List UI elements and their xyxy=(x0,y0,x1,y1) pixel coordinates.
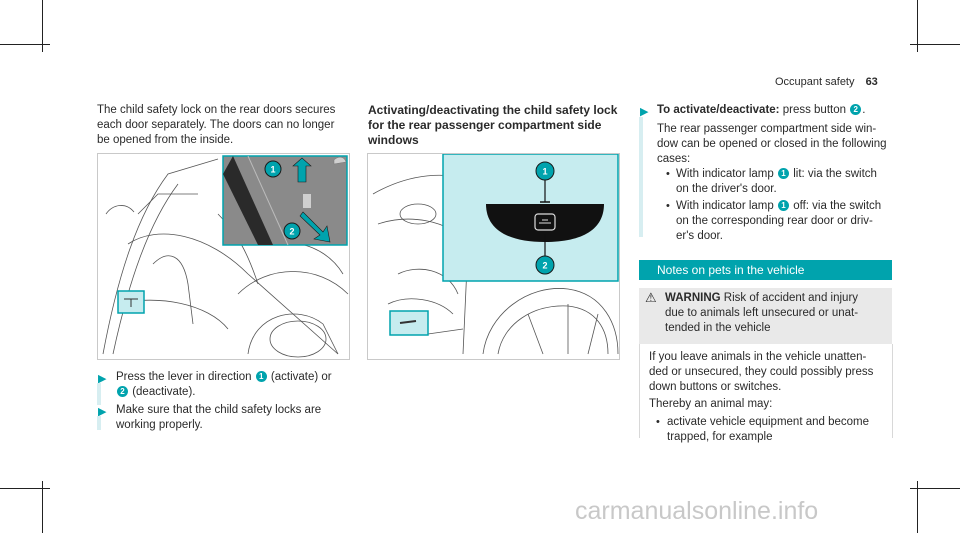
warning-paragraph: If you leave animals in the vehicle unat… xyxy=(649,351,874,393)
step-bar xyxy=(639,117,643,237)
step-arrow-icon: ▶ xyxy=(98,373,107,385)
callout-1: 1 xyxy=(270,165,275,175)
subsection-heading: Activating/deactivating the child safety… xyxy=(368,103,618,147)
activate-paragraph: The rear passenger compartment side win-… xyxy=(657,123,887,165)
step-arrow-icon: ▶ xyxy=(98,406,107,418)
page-number: 63 xyxy=(865,76,878,88)
step-check-locks: Make sure that the child safety locks ar… xyxy=(116,403,356,433)
warning-triangle-icon: ⚠ xyxy=(645,290,657,305)
crop-mark xyxy=(910,44,960,45)
callout-number: 1 xyxy=(255,371,267,382)
text-line: each door separately. The doors can no l… xyxy=(97,119,335,131)
step-press-lever: Press the lever in direction 1 (activate… xyxy=(116,371,332,398)
text-line: working properly. xyxy=(116,419,203,431)
bullet-icon: • xyxy=(656,416,660,428)
warning-body: If you leave animals in the vehicle unat… xyxy=(639,344,893,443)
text-line: Make sure that the child safety locks ar… xyxy=(116,404,322,416)
crop-mark xyxy=(917,0,918,52)
thereby-line: Thereby an animal may: xyxy=(649,398,773,410)
text-line: be opened from the inside. xyxy=(97,134,234,146)
crop-mark xyxy=(910,488,960,489)
bullet-lamp-off: With indicator lamp 1 off: via the switc… xyxy=(676,200,882,242)
callout-2: 2 xyxy=(289,227,294,237)
text-line: The child safety lock on the rear doors … xyxy=(97,104,336,116)
callout-1: 1 xyxy=(542,167,547,177)
warning-box: ⚠ WARNING Risk of accident and injury du… xyxy=(639,288,892,344)
step-bar xyxy=(97,383,101,405)
bullet-icon: • xyxy=(666,200,670,212)
figure-door-lock: 1 2 xyxy=(97,153,350,360)
crop-mark xyxy=(0,488,50,489)
crop-mark xyxy=(42,481,43,533)
warning-text: WARNING Risk of accident and injury due … xyxy=(665,292,859,334)
crop-mark xyxy=(42,0,43,52)
callout-number: 2 xyxy=(117,386,128,397)
figure-window-switch: 1 2 xyxy=(367,153,620,360)
step-bar xyxy=(97,416,101,430)
callout-number: 1 xyxy=(778,200,789,211)
door-illustration: 1 2 xyxy=(102,155,349,358)
crop-mark xyxy=(917,481,918,533)
section-header: Notes on pets in the vehicle xyxy=(639,260,892,280)
bullet-activate-equipment: activate vehicle equipment and become tr… xyxy=(667,416,870,443)
dashboard-illustration: 1 2 xyxy=(372,154,619,355)
running-header: Occupant safety 63 xyxy=(775,75,878,90)
watermark: carmanualsonline.info xyxy=(575,497,819,525)
intro-paragraph: The child safety lock on the rear doors … xyxy=(97,103,357,148)
bullet-icon: • xyxy=(666,168,670,180)
section-name: Occupant safety xyxy=(775,76,855,88)
step-activate: To activate/deactivate: press button 2. xyxy=(657,104,866,116)
bullet-lamp-lit: With indicator lamp 1 lit: via the switc… xyxy=(676,168,877,195)
crop-mark xyxy=(0,44,50,45)
step-arrow-icon: ▶ xyxy=(640,106,649,118)
callout-number: 1 xyxy=(778,168,789,179)
callout-number: 2 xyxy=(850,104,862,115)
callout-2: 2 xyxy=(542,261,547,271)
